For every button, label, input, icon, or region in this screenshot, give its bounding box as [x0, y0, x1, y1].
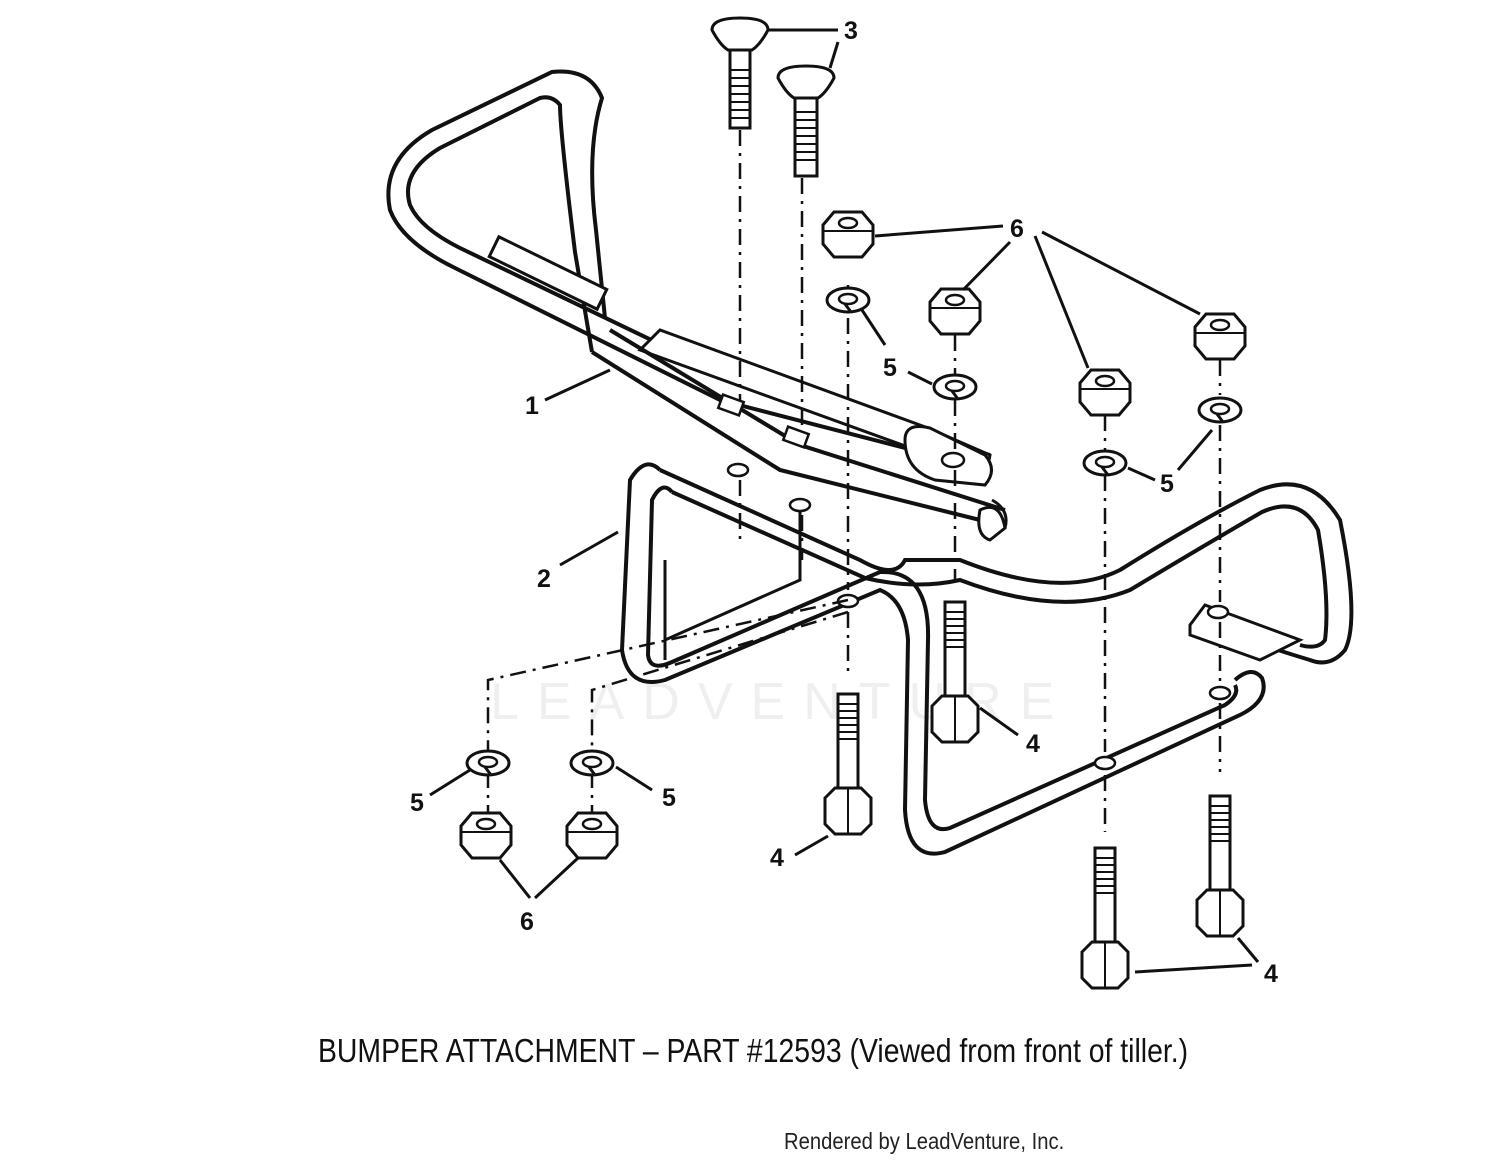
callout-5-lower-left: 5: [410, 789, 424, 817]
callout-labels: 1 2 3 6 5 5 5 5 6 4 4 4: [410, 17, 1278, 988]
lower-bumper-bar: [619, 462, 1354, 856]
leader-lines: [429, 28, 1260, 974]
render-credit: Rendered by LeadVenture, Inc.: [784, 1128, 1065, 1154]
diagram-caption: BUMPER ATTACHMENT – PART #12593 (Viewed …: [318, 1032, 1189, 1069]
upper-bumper-bar: [386, 69, 1008, 529]
callout-5-upper: 5: [883, 354, 897, 382]
callout-4-center: 4: [1026, 730, 1040, 758]
carriage-bolts: [710, 16, 836, 178]
callout-2: 2: [537, 565, 551, 593]
callout-4-right: 4: [1264, 960, 1278, 988]
callout-3: 3: [844, 17, 858, 45]
callout-5-lower-right: 5: [662, 784, 676, 812]
callout-6-upper: 6: [1010, 215, 1024, 243]
callout-4-left: 4: [770, 844, 784, 872]
callout-1: 1: [525, 392, 539, 420]
callout-5-right: 5: [1160, 470, 1174, 498]
hex-bolts: [823, 600, 1245, 990]
callout-6-lower: 6: [520, 908, 534, 936]
